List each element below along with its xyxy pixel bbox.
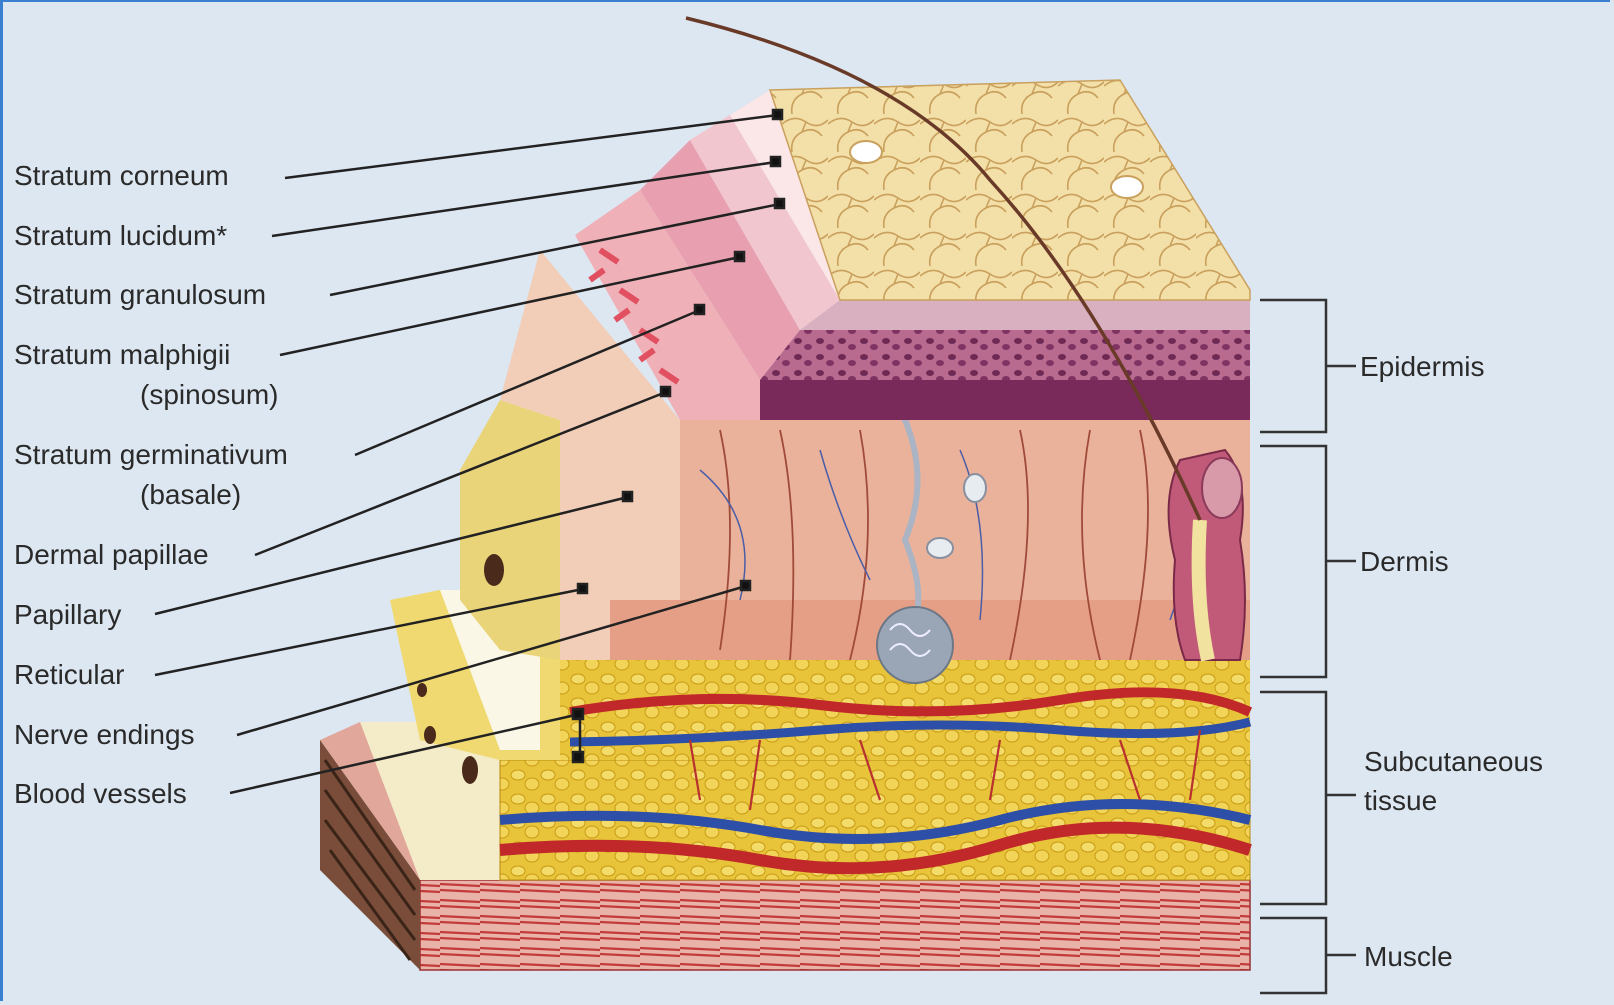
left-labels: Stratum corneum Stratum lucidum* Stratum… [14, 160, 288, 809]
label-basale: (basale) [140, 479, 241, 510]
label-subcutaneous: Subcutaneous [1364, 746, 1543, 777]
label-papillary: Papillary [14, 599, 121, 630]
label-dermis: Dermis [1360, 546, 1449, 577]
label-epidermis: Epidermis [1360, 351, 1484, 382]
label-stratum-malphigii: Stratum malphigii [14, 339, 230, 370]
label-nerve-endings: Nerve endings [14, 719, 195, 750]
label-stratum-granulosum: Stratum granulosum [14, 279, 266, 310]
label-tissue: tissue [1364, 785, 1437, 816]
label-dermal-papillae: Dermal papillae [14, 539, 209, 570]
label-stratum-corneum: Stratum corneum [14, 160, 229, 191]
label-blood-vessels: Blood vessels [14, 778, 187, 809]
label-spinosum: (spinosum) [140, 379, 278, 410]
right-labels: Epidermis Dermis Subcutaneous tissue Mus… [1360, 351, 1543, 972]
label-reticular: Reticular [14, 659, 124, 690]
label-stratum-lucidum: Stratum lucidum* [14, 220, 227, 251]
label-stratum-germinativum: Stratum germinativum [14, 439, 288, 470]
layer-brackets [1260, 300, 1356, 993]
epidermis-layer [575, 80, 1250, 420]
label-muscle: Muscle [1364, 941, 1453, 972]
